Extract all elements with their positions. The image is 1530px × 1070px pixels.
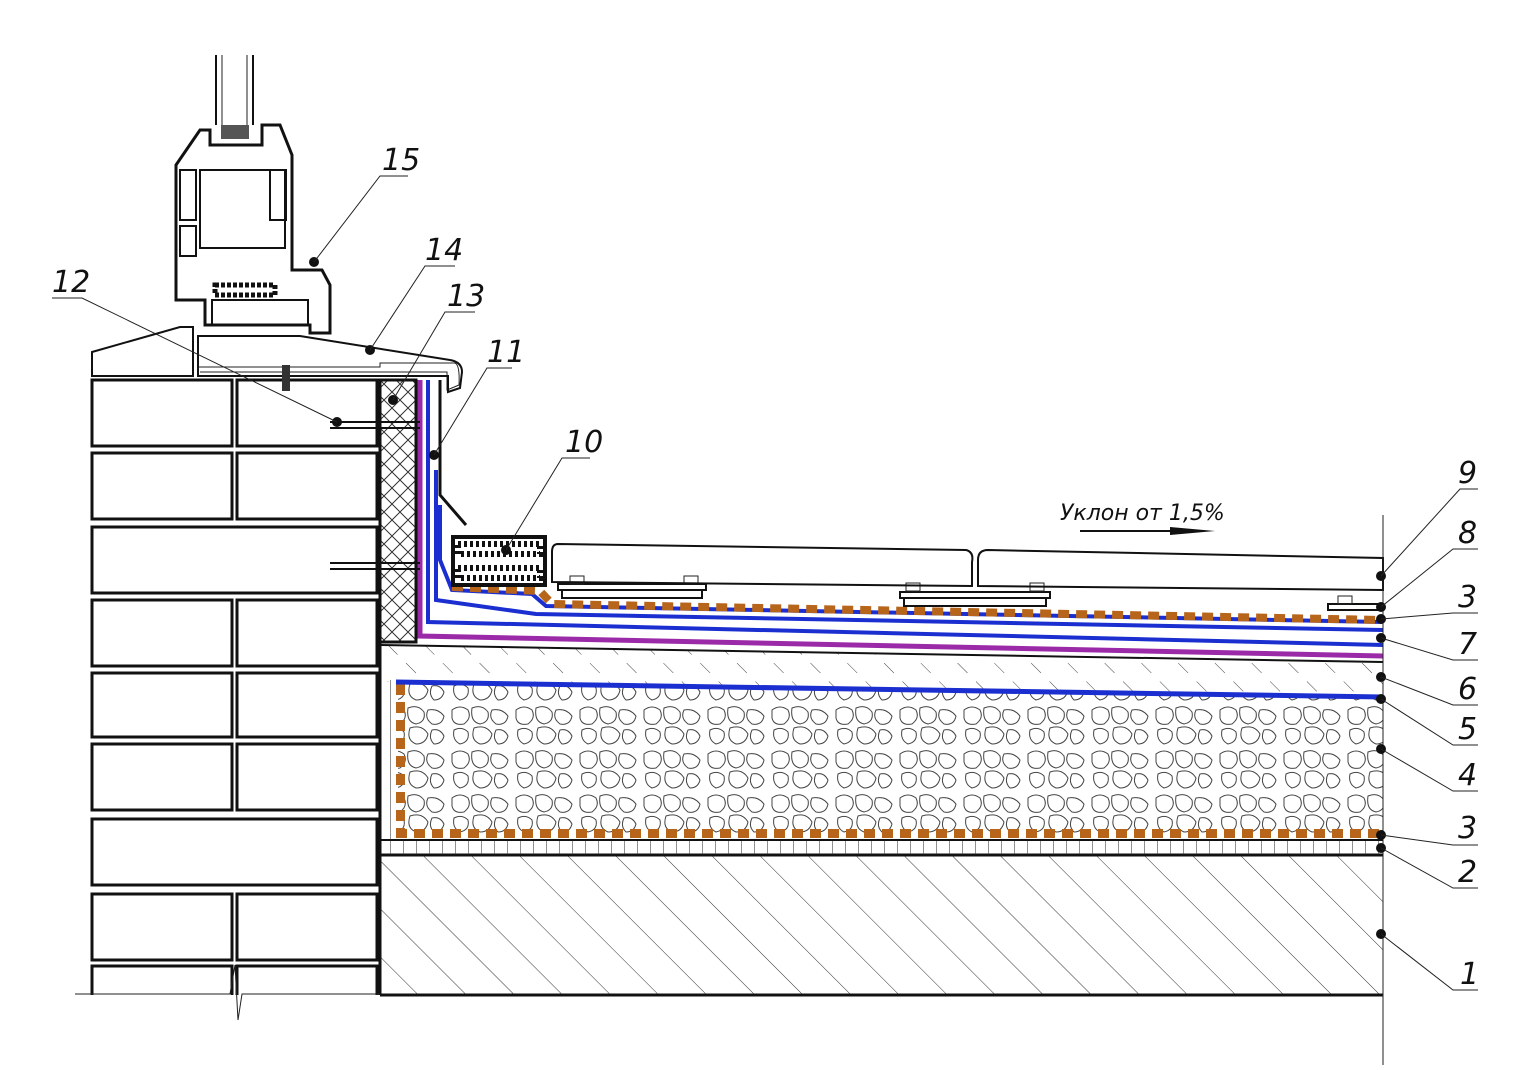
- svg-text:9: 9: [1458, 456, 1477, 491]
- svg-text:2: 2: [1458, 855, 1477, 890]
- svg-text:3: 3: [1458, 580, 1477, 615]
- callout-12: 12: [52, 265, 342, 427]
- svg-text:15: 15: [382, 143, 420, 178]
- svg-text:14: 14: [425, 233, 463, 268]
- callout-7: 7: [1376, 627, 1478, 662]
- brick-wall: [75, 378, 382, 1021]
- vapor-barrier-layer-5: [395, 679, 1384, 700]
- geotextile-layer-3-top: [451, 583, 1384, 624]
- paving-slabs-layer-9: [551, 542, 1384, 592]
- callout-10: 10: [501, 425, 603, 555]
- callout-13: 13: [388, 279, 485, 405]
- anchor-bolts-12: [330, 421, 420, 570]
- callouts: 1 2 3 4 5 6 7: [52, 143, 1479, 992]
- callout-15: 15: [309, 143, 420, 267]
- pedestal-support: [1327, 595, 1384, 611]
- callout-8: 8: [1376, 516, 1478, 612]
- wall-insulation-13: [378, 378, 418, 644]
- callout-9: 9: [1376, 456, 1478, 581]
- svg-text:6: 6: [1458, 672, 1477, 707]
- leveling-layer-2: [380, 839, 1383, 855]
- svg-text:5: 5: [1458, 712, 1477, 747]
- svg-text:1: 1: [1460, 957, 1479, 992]
- svg-text:4: 4: [1458, 758, 1477, 793]
- pedestal-supports-layer-8: [557, 575, 1384, 611]
- metal-flashing-11: [438, 380, 468, 526]
- svg-text:3: 3: [1458, 811, 1477, 846]
- pedestal-support: [899, 582, 1051, 607]
- slope-annotation: Уклон от 1,5%: [1060, 501, 1225, 535]
- callout-3-bottom: 3: [1376, 811, 1478, 846]
- svg-text:12: 12: [52, 265, 90, 300]
- callout-2: 2: [1376, 843, 1478, 890]
- svg-text:11: 11: [487, 335, 525, 370]
- concrete-slab-layer-1: [380, 853, 1383, 997]
- callout-5: 5: [1376, 694, 1478, 747]
- svg-text:10: 10: [565, 425, 603, 460]
- svg-text:8: 8: [1458, 516, 1477, 551]
- drainage-channel-10: [451, 535, 547, 587]
- callout-6: 6: [1376, 672, 1478, 707]
- svg-text:13: 13: [447, 279, 485, 314]
- pedestal-support: [557, 575, 707, 599]
- gravel-insulation-layer-4: [380, 680, 1383, 840]
- callout-1: 1: [1376, 929, 1479, 992]
- callout-4: 4: [1376, 744, 1478, 793]
- slope-text: Уклон от 1,5%: [1060, 501, 1225, 526]
- svg-text:7: 7: [1458, 627, 1477, 662]
- callout-3-top: 3: [1376, 580, 1478, 624]
- callout-11: 11: [429, 335, 525, 460]
- geotextile-layer-3-bottom: [396, 684, 1383, 838]
- callout-14: 14: [365, 233, 463, 355]
- window-frame-15: [174, 55, 332, 335]
